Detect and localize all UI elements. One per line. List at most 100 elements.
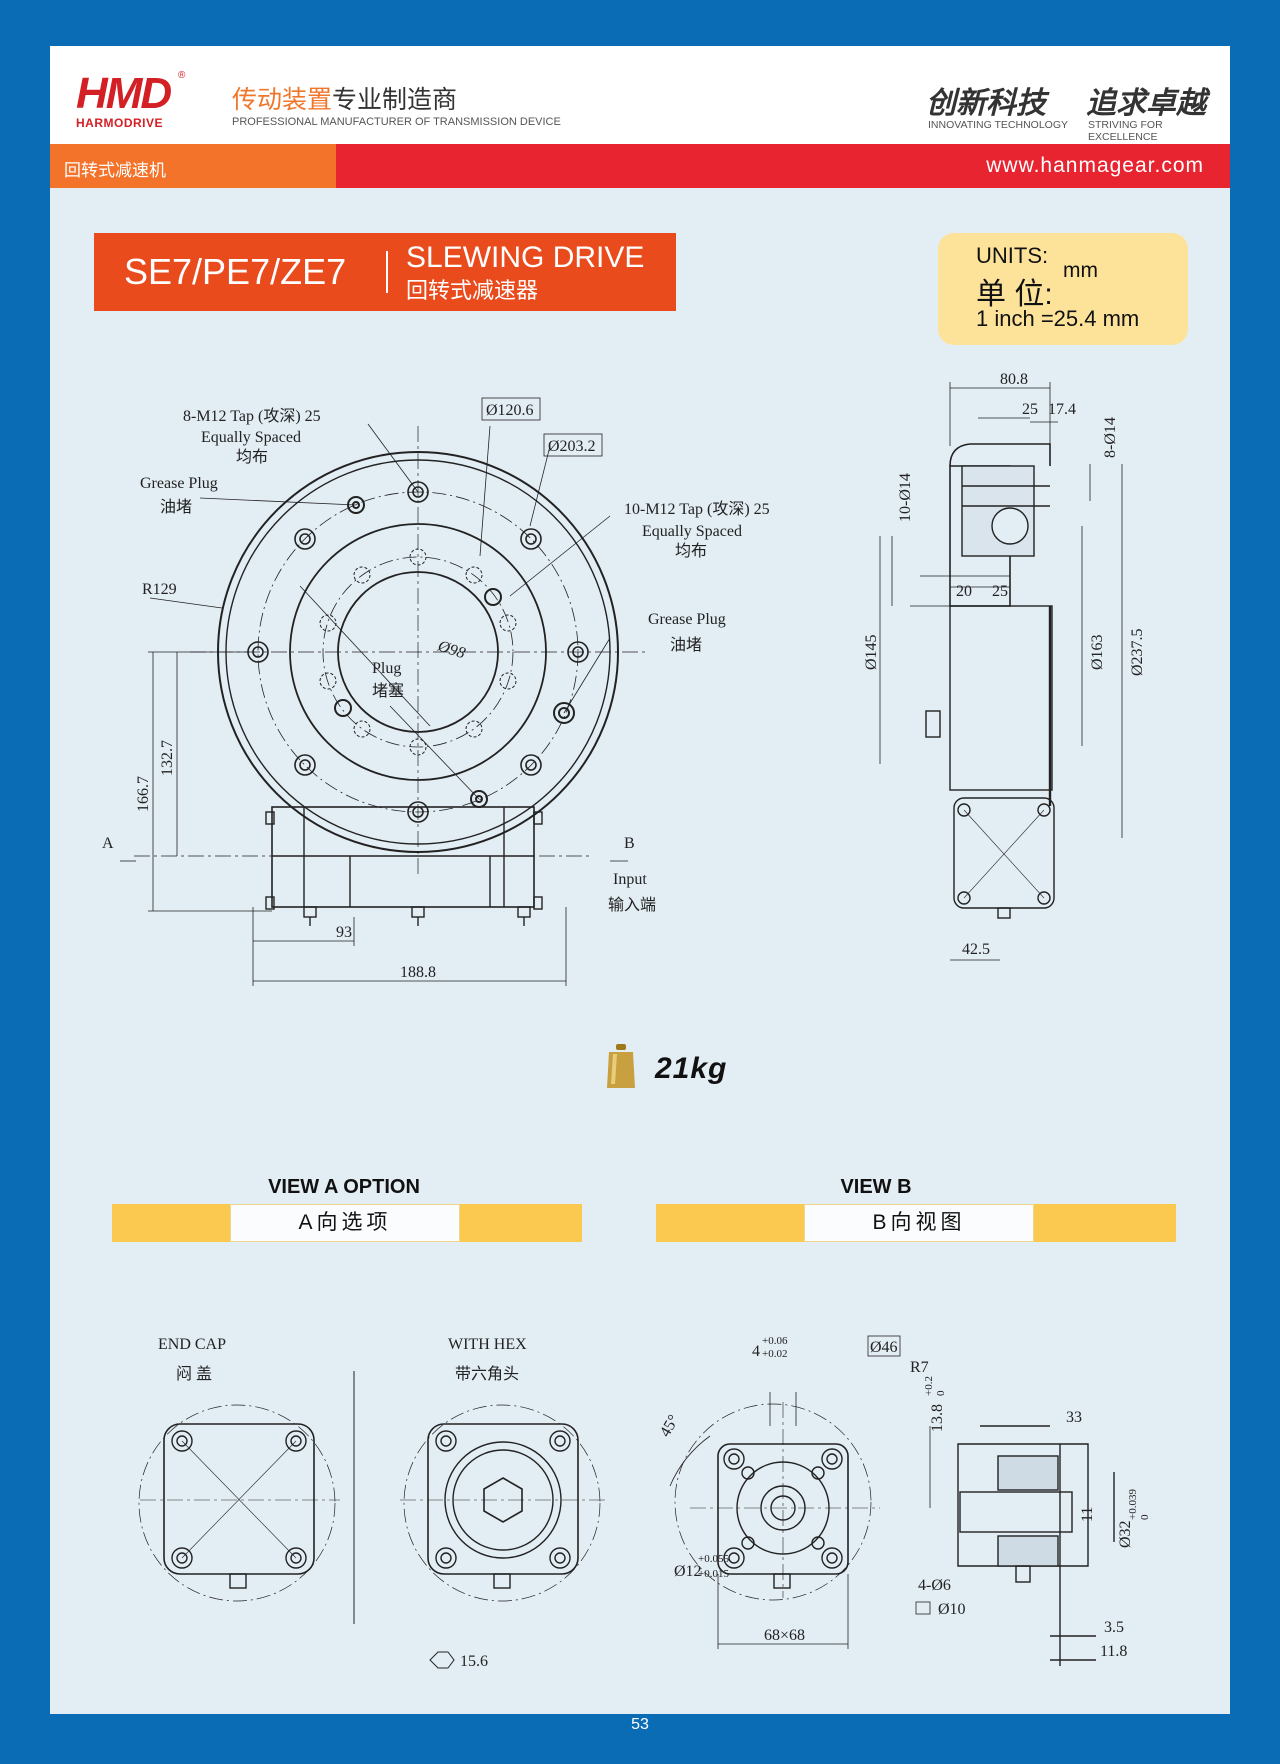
view-a-marker: A [102, 835, 114, 852]
dia-203-label: Ø203.2 [548, 438, 596, 455]
units-label-en: UNITS: [976, 243, 1049, 268]
end-cap-drawing [138, 1404, 340, 1602]
company-logo: HMD [76, 69, 172, 118]
dim-25-label: 25 [1022, 401, 1038, 418]
product-name-en: SLEWING DRIVE [406, 241, 645, 274]
view-b-subtitle: B向视图 [804, 1204, 1034, 1242]
category-label: 回转式减速机 [64, 161, 166, 180]
dia-120-label: Ø120.6 [486, 402, 534, 419]
grease-plug-left: Grease Plug [140, 475, 218, 492]
key-width-label: 4 [752, 1343, 760, 1360]
company-title-cn: 传动装置专业制造商 [232, 86, 458, 114]
shaft-label: Ø12 [674, 1563, 702, 1580]
category-tab: 回转式减速机 [50, 144, 336, 188]
shaft-tol-low: +0.015 [698, 1568, 729, 1580]
technical-drawing: 8-M12 Tap (攻深) 25 Equally Spaced 均布 Grea… [102, 371, 1151, 1670]
dia-46-label: Ø46 [870, 1339, 898, 1356]
weight-icon [607, 1044, 635, 1088]
radius-7-label: R7 [910, 1359, 929, 1376]
dim-20-label: 20 [956, 583, 972, 600]
view-b-title: VIEW B [840, 1176, 912, 1198]
slogan-striving-cn: 追求卓越 [1086, 86, 1206, 121]
dia-32-tol-low: 0 [1139, 1514, 1151, 1520]
dim-42-label: 42.5 [962, 941, 990, 958]
units-value: mm [1063, 259, 1098, 282]
shaft-tol-up: +0.055 [698, 1553, 729, 1565]
dim-132-label: 132.7 [159, 740, 176, 776]
dia-32-label: Ø32 [1117, 1520, 1134, 1548]
tap-outer-sub: Equally Spaced [201, 429, 301, 446]
slogan-striving-en: STRIVING FOR EXCELLENCE [1088, 119, 1163, 143]
page-number: 53 [631, 1716, 649, 1733]
view-a-subtitle: A向选项 [230, 1204, 460, 1242]
tap-outer-cn: 均布 [236, 448, 268, 466]
product-title-box: SE7/PE7/ZE7 SLEWING DRIVE 回转式减速器 [94, 233, 676, 311]
dim-17-label: 17.4 [1048, 401, 1076, 418]
dim-188-label: 188.8 [400, 964, 436, 981]
tap-inner-cn: 均布 [675, 542, 707, 560]
website-url[interactable]: www.hanmagear.com [986, 154, 1204, 177]
view-a-bar: A向选项 [112, 1204, 582, 1242]
side-view-drawing [879, 382, 1123, 961]
tap-inner-label: 10-M12 Tap (攻深) 25 [624, 500, 770, 518]
units-label-cn: 单 位: [976, 278, 1053, 311]
grease-plug-right-cn: 油堵 [670, 636, 702, 654]
tap-outer-label: 8-M12 Tap (攻深) 25 [183, 407, 321, 425]
dim-80-label: 80.8 [1000, 371, 1028, 388]
logo-subtitle: HARMODRIVE [76, 116, 164, 130]
holes-label: 4-Ø6 [918, 1577, 951, 1594]
dim-3-5-label: 3.5 [1104, 1619, 1124, 1636]
catalog-page: HMD ® HARMODRIVE 传动装置专业制造商 PROFESSIONAL … [50, 46, 1230, 1714]
grease-plug-left-cn: 油堵 [160, 498, 192, 516]
key-tol-low: +0.02 [762, 1348, 787, 1360]
front-view-drawing [120, 423, 646, 986]
end-cap-title: END CAP [158, 1336, 226, 1353]
input-label-cn: 输入端 [608, 896, 656, 914]
dia-163-label: Ø163 [1089, 634, 1106, 670]
radius-label: R129 [142, 581, 177, 598]
dim-13-tol-low: 0 [935, 1390, 947, 1396]
bore-label: Ø98 [435, 637, 467, 662]
dim-25b-label: 25 [992, 583, 1008, 600]
dia-145-label: Ø145 [863, 634, 880, 670]
with-hex-drawing [400, 1404, 606, 1669]
tap-inner-sub: Equally Spaced [642, 523, 742, 540]
slogan-innovating-cn: 创新科技 [926, 86, 1046, 121]
page-header: HMD ® HARMODRIVE 传动装置专业制造商 PROFESSIONAL … [50, 46, 1230, 144]
grease-plug-right: Grease Plug [648, 611, 726, 628]
with-hex-title: WITH HEX [448, 1336, 527, 1353]
view-b-marker: B [624, 835, 635, 852]
with-hex-title-cn: 带六角头 [455, 1365, 519, 1383]
dim-13-tol-up: +0.2 [923, 1376, 935, 1396]
plug-label: Plug [372, 660, 401, 677]
plug-label-cn: 堵塞 [372, 682, 404, 700]
dia-237-label: Ø237.5 [1129, 628, 1146, 676]
dim-11-label: 11 [1079, 1507, 1096, 1522]
holes-10-label: 10-Ø14 [897, 473, 914, 522]
input-label: Input [613, 871, 647, 888]
category-band: 回转式减速机 www.hanmagear.com [50, 144, 1230, 188]
dia-32-tol-up: +0.039 [1127, 1489, 1139, 1520]
slogan-innovating-en: INNOVATING TECHNOLOGY [928, 119, 1069, 131]
counterbore-label: Ø10 [938, 1601, 966, 1618]
dim-33-label: 33 [1066, 1409, 1082, 1426]
view-a-title: VIEW A OPTION [268, 1176, 420, 1198]
end-cap-title-cn: 闷 盖 [176, 1365, 212, 1383]
view-b-drawing [669, 1392, 1115, 1666]
angle-label: 45° [657, 1412, 683, 1440]
units-conversion: 1 inch =25.4 mm [976, 306, 1140, 331]
product-name-cn: 回转式减速器 [406, 278, 539, 303]
dim-93-label: 93 [336, 924, 352, 941]
company-title-en: PROFESSIONAL MANUFACTURER OF TRANSMISSIO… [232, 116, 561, 128]
dim-166-label: 166.7 [135, 776, 152, 812]
registered-mark: ® [178, 70, 186, 81]
view-b-bar: B向视图 [656, 1204, 1176, 1242]
product-model: SE7/PE7/ZE7 [124, 251, 347, 292]
product-weight: 21kg [655, 1052, 728, 1085]
units-box: UNITS: 单 位: mm 1 inch =25.4 mm [938, 233, 1188, 345]
dim-11-8-label: 11.8 [1100, 1643, 1127, 1660]
title-divider [386, 251, 388, 293]
key-tol-up: +0.06 [762, 1335, 788, 1347]
dim-13-label: 13.8 [929, 1404, 946, 1432]
holes-8-label: 8-Ø14 [1102, 417, 1119, 458]
